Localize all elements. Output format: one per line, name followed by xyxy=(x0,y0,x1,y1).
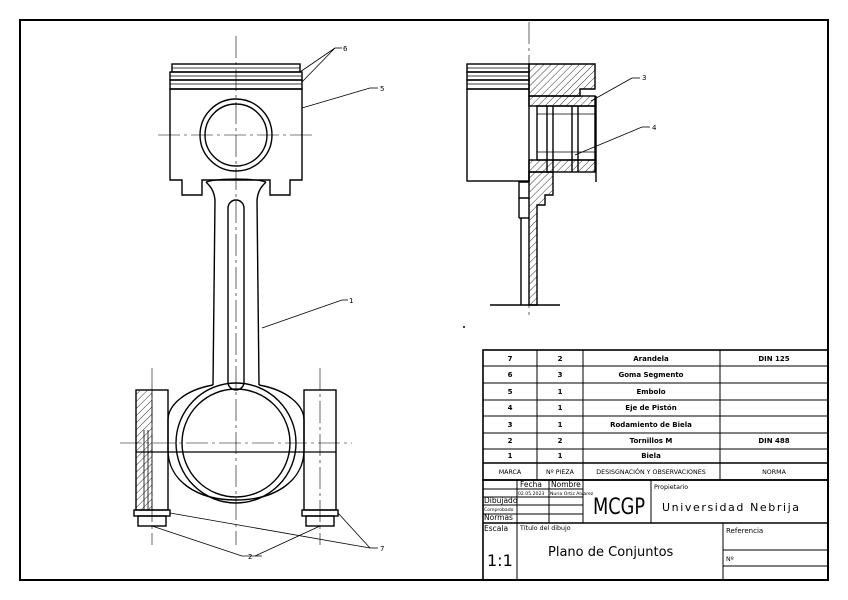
propietario-label: Propietario xyxy=(654,484,688,491)
row-3-marca: 3 xyxy=(508,421,513,429)
row-5-n: 1 xyxy=(558,388,563,396)
callout-6: 6 xyxy=(343,45,348,53)
header-n-pieza: Nº PIEZA xyxy=(546,469,575,476)
section-bearing xyxy=(536,105,596,161)
dibujado-label: Dibujado xyxy=(484,496,518,505)
row-3-desig: Rodamiento de Biela xyxy=(610,421,692,429)
callout-5: 5 xyxy=(380,85,384,93)
normas-label: Normas xyxy=(484,513,513,522)
callout-labels: 6 5 1 2 7 3 4 xyxy=(248,45,657,561)
sheet-border xyxy=(19,19,829,581)
row-4-n: 1 xyxy=(558,404,563,412)
row-5-marca: 5 xyxy=(508,388,513,396)
header-designacion: DESISGNACIÓN Y OBSERVACIONES xyxy=(596,467,705,476)
callout-2: 2 xyxy=(248,553,252,561)
front-view xyxy=(120,36,352,545)
section-rod-hatched xyxy=(528,171,554,306)
row-2-marca: 2 xyxy=(508,437,513,445)
row-4-desig: Eje de Pistón xyxy=(625,404,676,412)
nombre-label: Nombre xyxy=(551,480,581,489)
callout-7: 7 xyxy=(380,545,384,553)
header-marca: MARCA xyxy=(499,469,522,476)
logo-mcgp: MCGP xyxy=(593,495,645,520)
drawing-title: Plano de Conjuntos xyxy=(548,545,674,560)
callout-4: 4 xyxy=(652,124,657,132)
row-7-n: 2 xyxy=(558,355,563,363)
row-7-marca: 7 xyxy=(508,355,513,363)
escala-value: 1:1 xyxy=(487,551,513,570)
fecha-label: Fecha xyxy=(520,480,542,489)
row-5-desig: Embolo xyxy=(636,388,665,396)
titulo-label: Título del dibujo xyxy=(519,524,571,532)
front-leaders xyxy=(151,47,378,557)
row-2-n: 2 xyxy=(558,437,563,445)
row-3-n: 1 xyxy=(558,421,563,429)
row-6-desig: Goma Segmento xyxy=(619,371,684,379)
numero-label: Nº xyxy=(726,556,734,563)
rod-shank xyxy=(205,181,267,386)
row-1-n: 1 xyxy=(558,452,563,460)
row-7-desig: Arandela xyxy=(633,355,669,363)
row-2-desig: Tornillos M xyxy=(630,437,673,445)
section-leaders xyxy=(574,77,650,156)
row-2-norma: DIN 488 xyxy=(758,437,789,445)
section-view xyxy=(466,22,597,318)
row-4-marca: 4 xyxy=(508,404,513,412)
comprobado-label: Comprobado xyxy=(484,507,514,513)
piston-body xyxy=(169,88,303,196)
propietario-name: Universidad Nebrija xyxy=(662,501,801,514)
callout-3: 3 xyxy=(642,74,646,82)
row-1-marca: 1 xyxy=(508,452,513,460)
dibujado-nombre: Nuria Ortiz Alvarez xyxy=(550,491,594,497)
section-hatched-piston xyxy=(528,63,596,97)
escala-label: Escala xyxy=(484,524,508,533)
row-7-norma: DIN 125 xyxy=(758,355,789,363)
row-6-marca: 6 xyxy=(508,371,513,379)
dibujado-fecha: 02.05.2023 xyxy=(518,491,544,497)
row-1-desig: Biela xyxy=(641,452,661,460)
title-block: Fecha Nombre Dibujado Normas Escala 02.0… xyxy=(482,479,829,581)
parts-list: 7 2 Arandela DIN 125 6 3 Goma Segmento 5… xyxy=(482,349,829,481)
rod-slot xyxy=(227,199,245,391)
row-6-n: 3 xyxy=(558,371,563,379)
referencia-label: Referencia xyxy=(726,527,763,535)
header-norma: NORMA xyxy=(762,469,786,476)
callout-1: 1 xyxy=(349,297,353,305)
